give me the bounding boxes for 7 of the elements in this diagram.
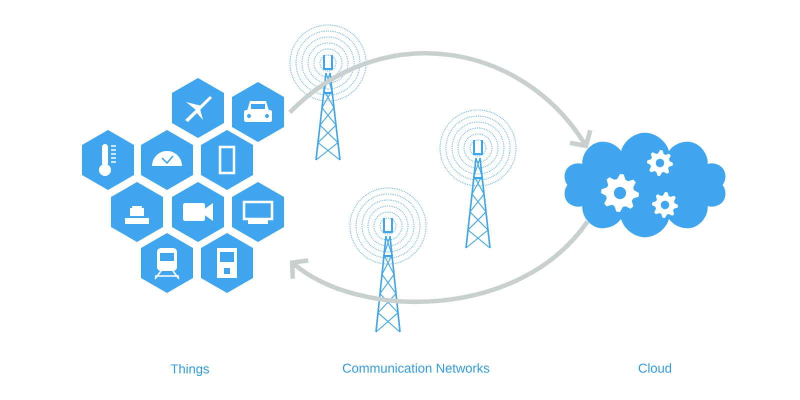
curved-arrow: [288, 51, 592, 148]
caption: Things: [170, 364, 209, 376]
cloud-shape: [564, 132, 726, 238]
caption: Communication Networks: [342, 363, 490, 373]
hexagon-icons-drawing: [82, 78, 284, 293]
caption: Cloud: [638, 363, 672, 373]
curved-arrow: [290, 220, 590, 304]
